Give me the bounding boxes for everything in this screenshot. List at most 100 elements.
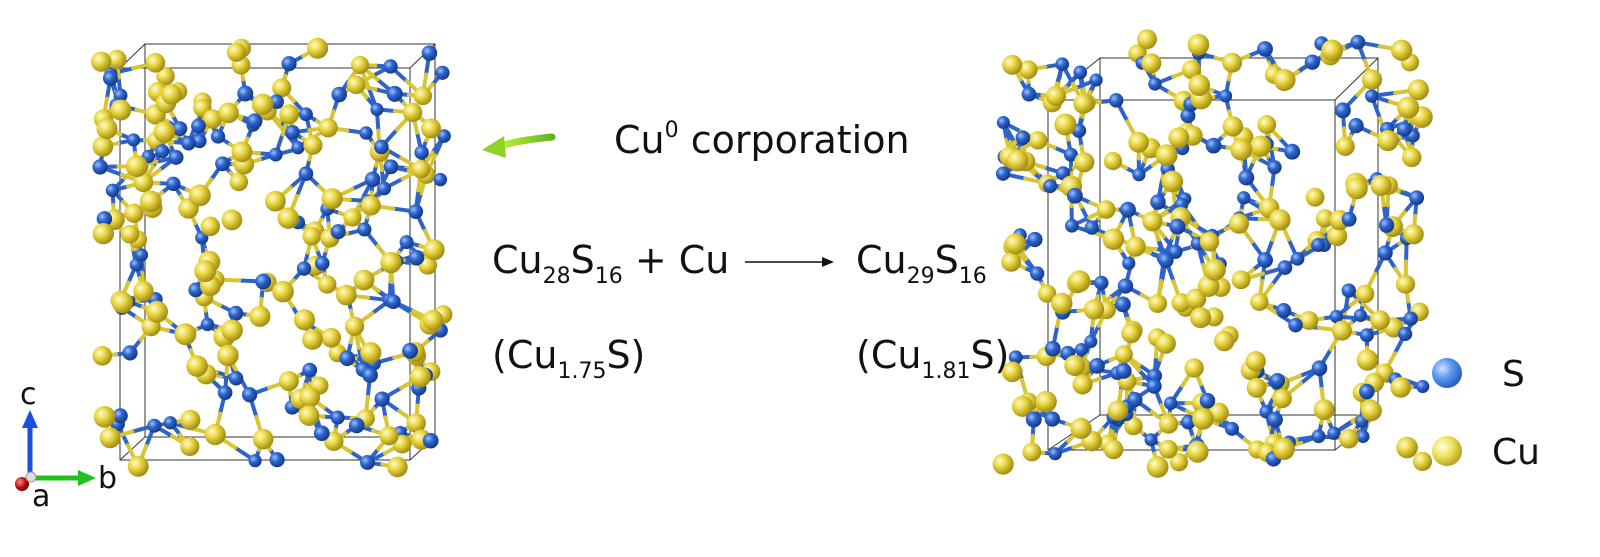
copper-atom [251,93,274,116]
sulfur-atom [1144,433,1158,447]
copper-atom [1182,60,1202,80]
copper-atom [1142,211,1163,232]
sulfur-atom [1063,147,1078,162]
b-axis-label: b [98,461,117,496]
copper-atom [343,208,362,227]
copper-atom [226,42,247,62]
sulfur-atom [1327,426,1341,441]
sulfur-atom [1219,89,1233,103]
copper-atom [1407,79,1429,101]
sulfur-atom [163,416,177,430]
copper-atom [1011,395,1034,417]
sulfur-atom [246,113,263,129]
sulfur-atom [112,408,128,424]
sulfur-atom [1267,160,1282,175]
copper-atom [1073,93,1094,114]
copper-atom [1370,310,1390,330]
copper-atom [1361,69,1383,90]
sulfur-atom [126,133,141,147]
copper-atom [1403,224,1424,245]
copper-atom [111,291,134,314]
sulfur-atom [1117,278,1134,294]
sulfur-atom [188,282,204,298]
copper-atom [1305,187,1325,207]
sulfur-atom [1168,244,1183,259]
sulfur-atom [399,235,414,250]
copper-atom [1391,39,1413,61]
sulfur-atom [383,59,398,74]
copper-atom [1155,333,1176,354]
sulfur-atom [1199,392,1216,409]
copper-atom [1204,258,1226,281]
copper-atom [93,405,116,428]
sulfur-atom [1084,334,1098,349]
copper-atom [1187,33,1210,56]
copper-atom [272,78,292,98]
copper-atom [1096,200,1116,219]
sulfur-atom [1356,429,1370,444]
sulfur-atom [1398,326,1413,342]
legend: S Cu [1432,354,1540,473]
copper-atom [1148,294,1168,313]
sulfur-atom [102,70,118,86]
copper-atom [302,329,323,350]
sulfur-atom [360,455,375,470]
copper-atom [1103,151,1123,171]
copper-atom [387,456,408,478]
copper-atom [1231,270,1251,290]
sulfur-atom [1180,108,1196,124]
copper-atom [1051,292,1073,315]
copper-atom [92,222,114,245]
sulfur-atom [1277,260,1293,275]
sulfur-atom [217,385,233,400]
sulfur-atom [1122,256,1136,270]
legend-cu-label: Cu [1492,432,1540,473]
copper-atom [1001,361,1023,383]
copper-atom [1199,231,1220,252]
sulfur-atom [1267,411,1283,428]
copper-atom [380,251,402,274]
a-axis-label: a [32,479,50,514]
sulfur-atom [1150,194,1166,210]
copper-atom [1006,149,1029,172]
crystal-structure-cu29s16 [992,29,1433,478]
sulfur-atom [1146,378,1162,394]
sulfur-atom [237,85,254,102]
copper-atom [1197,275,1220,297]
sulfur-atom [402,342,419,359]
copper-atom [1377,130,1399,152]
copper-atom [91,51,112,72]
copper-atom [110,99,132,121]
copper-atom [1331,320,1352,341]
sulfur-atom [1311,238,1326,252]
sulfur-atom [370,102,384,117]
copper-atom [1335,136,1355,156]
copper-atom [92,345,113,366]
sulfur-atom [1025,411,1042,428]
sulfur-atom [1311,429,1326,444]
sulfur-atom [1257,252,1273,268]
copper-atom [321,327,342,348]
copper-atom [1327,225,1348,247]
copper-atom [1396,436,1418,459]
copper-atom [413,86,433,106]
sulfur-atom [298,166,314,182]
sulfur-atom [1409,190,1425,206]
copper-atom [1146,455,1169,478]
copper-atom [1168,127,1190,149]
copper-atom [1356,349,1379,371]
sulfur-atom [1127,391,1143,408]
sulfur-atom [200,317,215,332]
sulfur-atom [1115,296,1131,313]
legend-s-swatch [1432,358,1462,388]
sulfur-atom [241,387,258,403]
copper-atom [1001,251,1022,272]
sulfur-atom [1015,130,1031,146]
copper-atom [1402,147,1422,168]
sulfur-atom [1089,357,1105,374]
copper-atom [200,216,221,237]
sulfur-atom [362,367,378,383]
atoms [992,29,1433,478]
copper-atom [229,172,249,192]
copper-atom [1269,209,1291,231]
